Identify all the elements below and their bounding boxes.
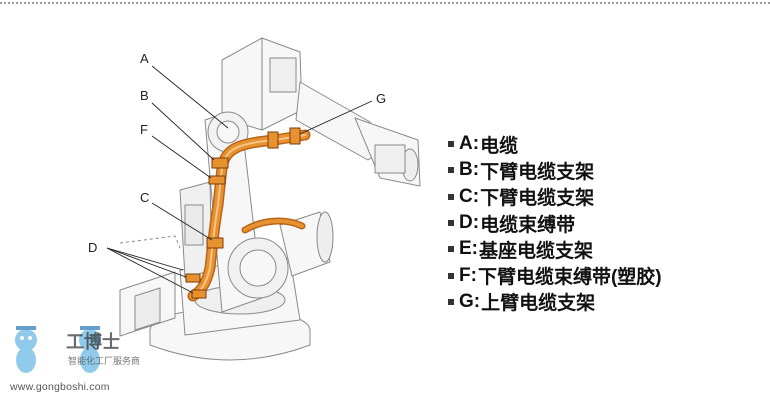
bullet-icon <box>448 246 454 253</box>
watermark-url: www.gongboshi.com <box>10 381 110 393</box>
cable-support-c <box>206 237 224 249</box>
bullet-icon <box>448 298 454 305</box>
leader-lines <box>106 65 373 294</box>
watermark-tagline: 智能化工厂服务商 <box>68 355 140 367</box>
bullet-icon <box>448 167 454 174</box>
cable-harness <box>185 127 311 302</box>
watermark-brand: 工博士 <box>66 331 120 353</box>
legend-item-d: D:电缆束缚带 <box>448 210 662 236</box>
cable-support-b <box>211 157 229 169</box>
legend: A:电缆 B:下臂电缆支架 C:下臂电缆支架 D:电缆束缚带 E:基座电缆支架 … <box>448 131 662 315</box>
bullet-icon <box>448 193 454 200</box>
callout-a: A <box>140 51 149 66</box>
mascot-icon <box>15 326 101 373</box>
legend-item-a: A:电缆 <box>448 131 662 157</box>
callout-b: B <box>140 88 149 103</box>
callout-d: D <box>88 240 97 255</box>
bullet-icon <box>448 272 454 279</box>
forearm <box>295 81 421 187</box>
dashed-guide <box>119 235 181 249</box>
robot-cable-diagram: A B F C D G <box>88 37 421 361</box>
legend-item-g: G:上臂电缆支架 <box>448 289 662 315</box>
dotted-top-border <box>0 2 770 4</box>
cable-tie-d1 <box>185 273 201 283</box>
callout-c: C <box>140 190 149 205</box>
axis-motor <box>279 211 334 277</box>
legend-item-f: F:下臂电缆束缚带(塑胶) <box>448 262 662 288</box>
bullet-icon <box>448 141 454 148</box>
bullet-icon <box>448 220 454 227</box>
watermark-logo: 工博士 智能化工厂服务商 <box>15 326 140 373</box>
legend-item-b: B:下臂电缆支架 <box>448 157 662 183</box>
cable-support-g <box>267 131 279 149</box>
callout-g: G <box>376 91 386 106</box>
legend-item-c: C:下臂电缆支架 <box>448 184 662 210</box>
callout-f: F <box>140 122 148 137</box>
cable-tie-d2 <box>191 289 207 299</box>
legend-item-e: E:基座电缆支架 <box>448 236 662 262</box>
cable-tie-f <box>208 175 226 185</box>
